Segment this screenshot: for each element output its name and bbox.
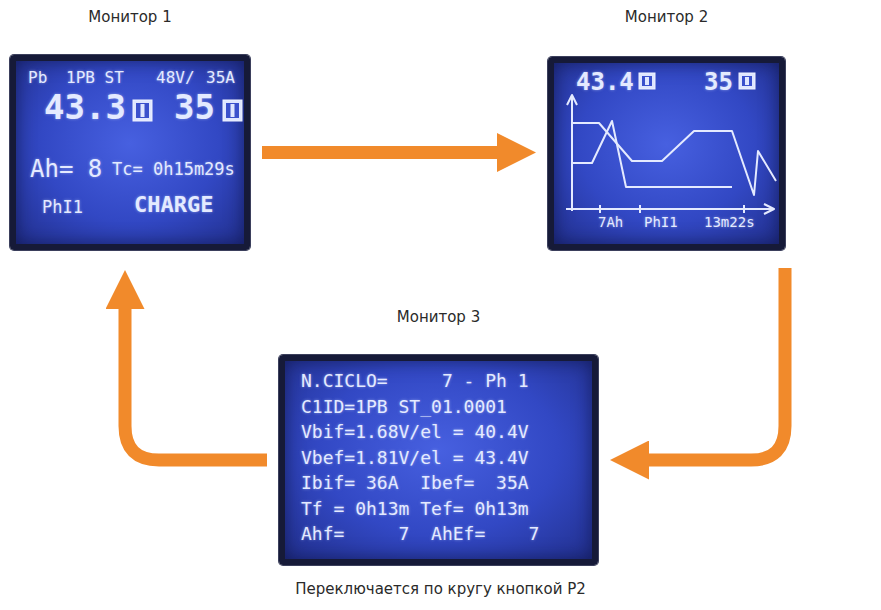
unit-icon — [638, 72, 656, 90]
unit-icon — [738, 72, 756, 90]
cycle-arrow — [649, 268, 785, 460]
monitor-heading: Монитор 3 — [279, 308, 598, 326]
lcd-text: CHARGE — [134, 193, 213, 217]
lcd-text: Ah= 8 — [30, 156, 102, 182]
lcd-text: 1PB ST — [66, 69, 124, 87]
lcd-text: Pb — [28, 69, 47, 87]
lcd-text: Vbif=1.68V/el = 40.4V — [301, 422, 529, 442]
lcd-text: 48V/ — [156, 69, 195, 87]
cycle-arrow — [262, 146, 497, 159]
lcd-text: 43.4 — [576, 69, 634, 95]
lcd-text: Tf = 0h13m Tef= 0h13m — [301, 499, 529, 519]
monitor-heading: Монитор 1 — [10, 8, 250, 26]
lcd-text: 35 — [174, 89, 215, 126]
lcd-text: 35 — [704, 69, 733, 95]
lcd-monitor: 43.4 35 7Ah PhI1 13m22s Монитор 2 — [548, 8, 785, 250]
lcd-text: Tc= 0h15m29s — [112, 160, 235, 179]
lcd-monitor: Pb 1PB ST 48V/35A 43.3 35Ah= 8 Tc= 0h15m29sPh… — [10, 8, 250, 250]
lcd-text: Ibif= 36A Ibef= 35A — [301, 473, 529, 493]
lcd-screen: N.CICLO= 7 - Ph 1 C1ID=1PB ST_01.0001Vbif… — [279, 355, 598, 565]
lcd-text: Vbef=1.81V/el = 43.4V — [301, 448, 529, 468]
unit-icon — [132, 99, 153, 122]
lcd-text: 35A — [206, 69, 235, 87]
lcd-text: N.CICLO= 7 - Ph 1 — [301, 371, 529, 391]
lcd-monitor: N.CICLO= 7 - Ph 1 C1ID=1PB ST_01.0001Vbif… — [279, 308, 598, 565]
lcd-screen: Pb 1PB ST 48V/35A 43.3 35Ah= 8 Tc= 0h15m29sPh… — [10, 55, 250, 250]
lcd-text: C1ID=1PB ST_01.0001 — [301, 397, 507, 417]
lcd-text: 43.3 — [44, 89, 126, 126]
lcd-text: 7Ah — [598, 215, 623, 230]
figure-caption: Переключается по кругу кнопкой P2 — [0, 580, 881, 598]
lcd-text: PhI1 — [42, 198, 83, 217]
lcd-text: 13m22s — [704, 215, 755, 230]
monitor-heading: Монитор 2 — [548, 8, 785, 26]
lcd-text: Ahf= 7 AhEf= 7 — [301, 524, 539, 544]
lcd-screen: 43.4 35 7Ah PhI1 13m22s — [548, 57, 785, 250]
unit-icon — [222, 99, 243, 122]
lcd-text: PhI1 — [644, 215, 678, 230]
cycle-arrow — [125, 309, 267, 460]
